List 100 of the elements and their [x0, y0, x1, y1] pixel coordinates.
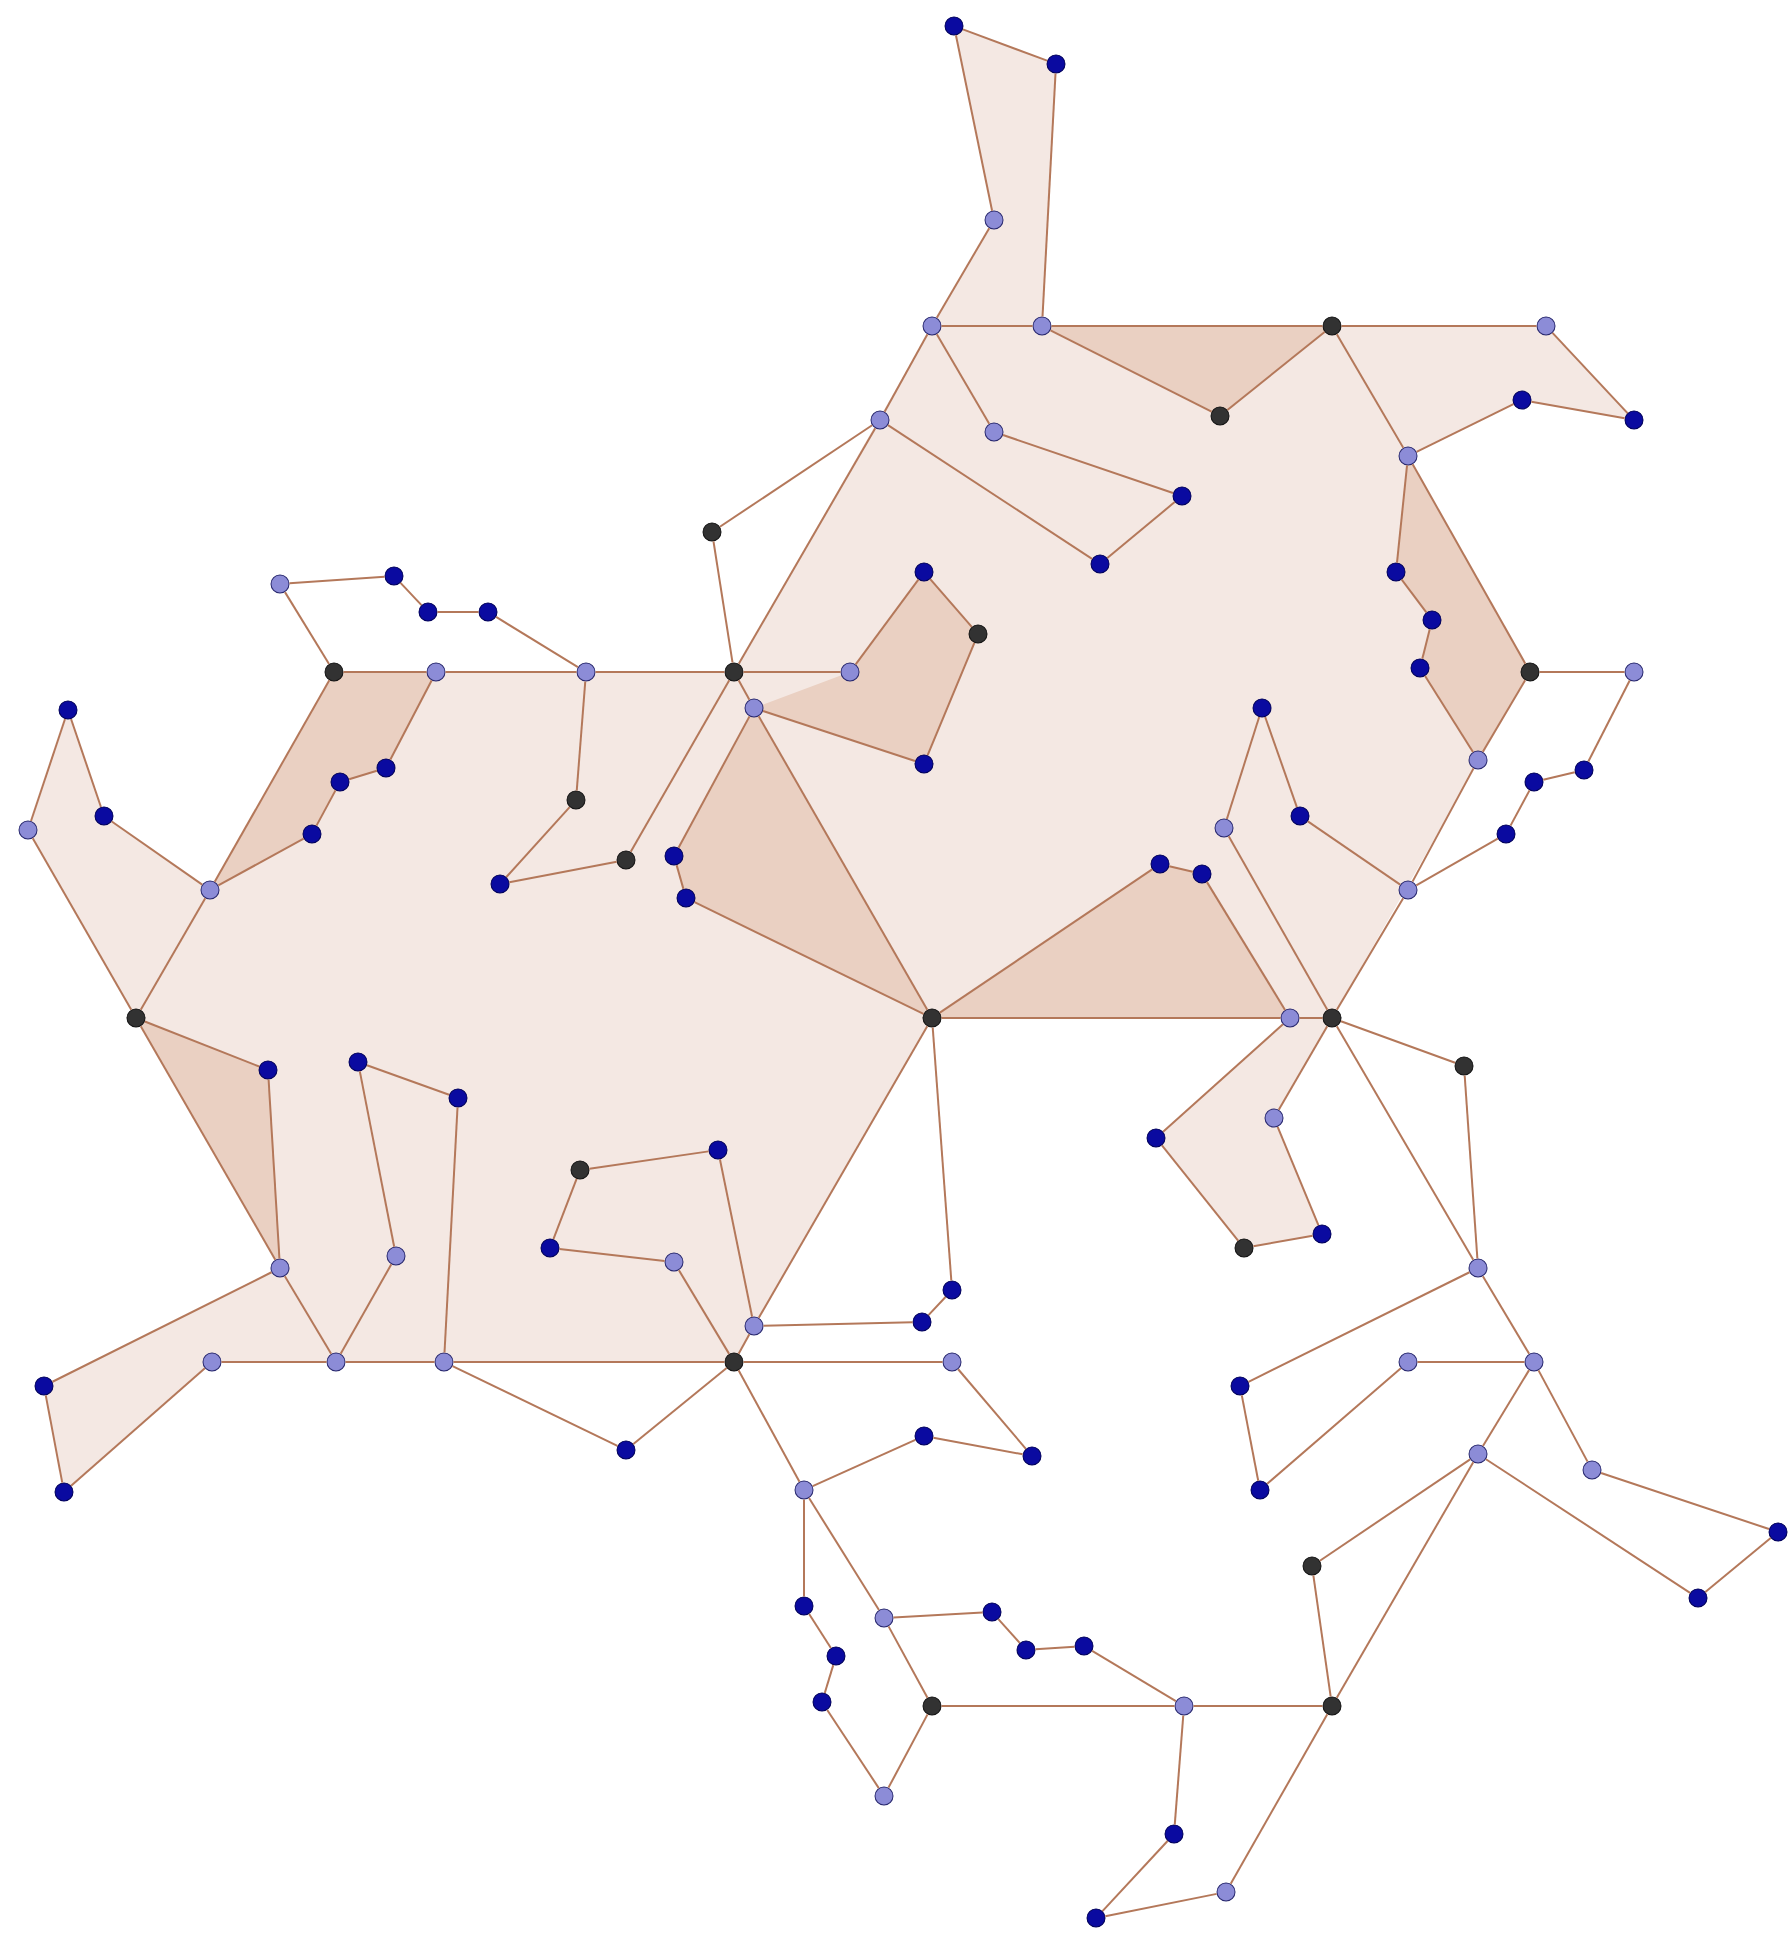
- line-segment: [1160, 1144, 1240, 1242]
- point: [1386, 562, 1406, 582]
- line-segment: [935, 227, 991, 319]
- line-segment: [808, 1497, 880, 1611]
- line-segment: [558, 1248, 666, 1262]
- line-segment: [629, 679, 731, 853]
- point: [1468, 1444, 1488, 1464]
- point: [1216, 1882, 1236, 1902]
- point: [922, 316, 942, 336]
- point: [1214, 818, 1234, 838]
- line-segment: [389, 679, 433, 761]
- point: [1312, 1224, 1332, 1244]
- point: [1322, 1696, 1342, 1716]
- line-segment: [1312, 1574, 1332, 1698]
- line-segment: [1509, 789, 1531, 827]
- point: [1322, 316, 1342, 336]
- point: [724, 1352, 744, 1372]
- point: [1234, 1238, 1254, 1258]
- line-segment: [1041, 72, 1057, 318]
- line-segment: [339, 1263, 393, 1355]
- point: [874, 1786, 894, 1806]
- point: [1520, 662, 1540, 682]
- line-segment: [267, 1078, 281, 1260]
- point: [200, 880, 220, 900]
- line-segment: [1247, 1271, 1471, 1383]
- line-segment: [1551, 331, 1629, 415]
- line-segment: [1264, 715, 1298, 809]
- line-segment: [436, 611, 480, 613]
- line-segment: [1298, 1017, 1324, 1019]
- line-segment: [399, 581, 423, 607]
- point: [1468, 1258, 1488, 1278]
- line-segment: [718, 424, 874, 528]
- line-segment: [997, 1618, 1021, 1644]
- point: [812, 1692, 832, 1712]
- line-segment: [737, 1333, 751, 1355]
- line-segment: [1227, 835, 1329, 1011]
- point: [348, 1052, 368, 1072]
- point: [434, 1352, 454, 1372]
- line-segment: [1704, 1537, 1772, 1593]
- line-segment: [1335, 333, 1405, 449]
- point: [914, 754, 934, 774]
- point: [724, 662, 744, 682]
- point: [1090, 554, 1110, 574]
- point: [870, 410, 890, 430]
- line-segment: [342, 671, 428, 673]
- line-segment: [283, 591, 331, 665]
- point: [270, 1258, 290, 1278]
- line-segment: [935, 333, 991, 425]
- point: [1174, 1696, 1194, 1716]
- point: [1252, 698, 1272, 718]
- line-segment: [443, 1106, 459, 1354]
- point: [1454, 1056, 1474, 1076]
- point: [1230, 1376, 1250, 1396]
- point: [376, 758, 396, 778]
- point: [1422, 610, 1442, 630]
- point: [912, 1312, 932, 1332]
- point: [1192, 864, 1212, 884]
- line-segment: [940, 1705, 1176, 1707]
- point: [982, 1602, 1002, 1622]
- point: [258, 1060, 278, 1080]
- line-segment: [712, 540, 734, 664]
- point: [576, 662, 596, 682]
- line-segment: [1481, 1275, 1531, 1355]
- point: [1210, 406, 1230, 426]
- line-segment: [365, 1064, 451, 1096]
- line-segment: [883, 333, 929, 413]
- line-segment: [1335, 1025, 1475, 1261]
- point: [874, 1608, 894, 1628]
- line-segment: [1424, 675, 1474, 753]
- line-segment: [927, 1295, 947, 1317]
- line-segment: [737, 1369, 801, 1483]
- line-segment: [940, 325, 1034, 327]
- line-segment: [30, 718, 66, 822]
- line-segment: [1542, 771, 1576, 781]
- line-segment: [444, 671, 578, 673]
- line-segment: [808, 1613, 832, 1649]
- point: [794, 1596, 814, 1616]
- line-segment: [1318, 1458, 1472, 1562]
- line-segment: [1229, 1713, 1329, 1885]
- point: [1536, 316, 1556, 336]
- line-segment: [742, 1361, 944, 1363]
- point: [1410, 658, 1430, 678]
- point: [702, 522, 722, 542]
- line-segment: [1415, 403, 1515, 453]
- point: [94, 806, 114, 826]
- line-segment: [358, 1070, 396, 1248]
- line-segment: [632, 1367, 728, 1445]
- point: [570, 1160, 590, 1180]
- line-segment: [1415, 837, 1499, 887]
- line-segment: [826, 1708, 880, 1790]
- point: [126, 1008, 146, 1028]
- point: [1172, 486, 1192, 506]
- point: [942, 1352, 962, 1372]
- line-segment: [1252, 1234, 1314, 1248]
- line-segment: [887, 1713, 929, 1789]
- line-segment: [220, 1361, 328, 1363]
- line-segment: [1340, 325, 1538, 327]
- line-segment: [1168, 865, 1194, 873]
- line-segment: [1173, 1714, 1185, 1826]
- point: [708, 1140, 728, 1160]
